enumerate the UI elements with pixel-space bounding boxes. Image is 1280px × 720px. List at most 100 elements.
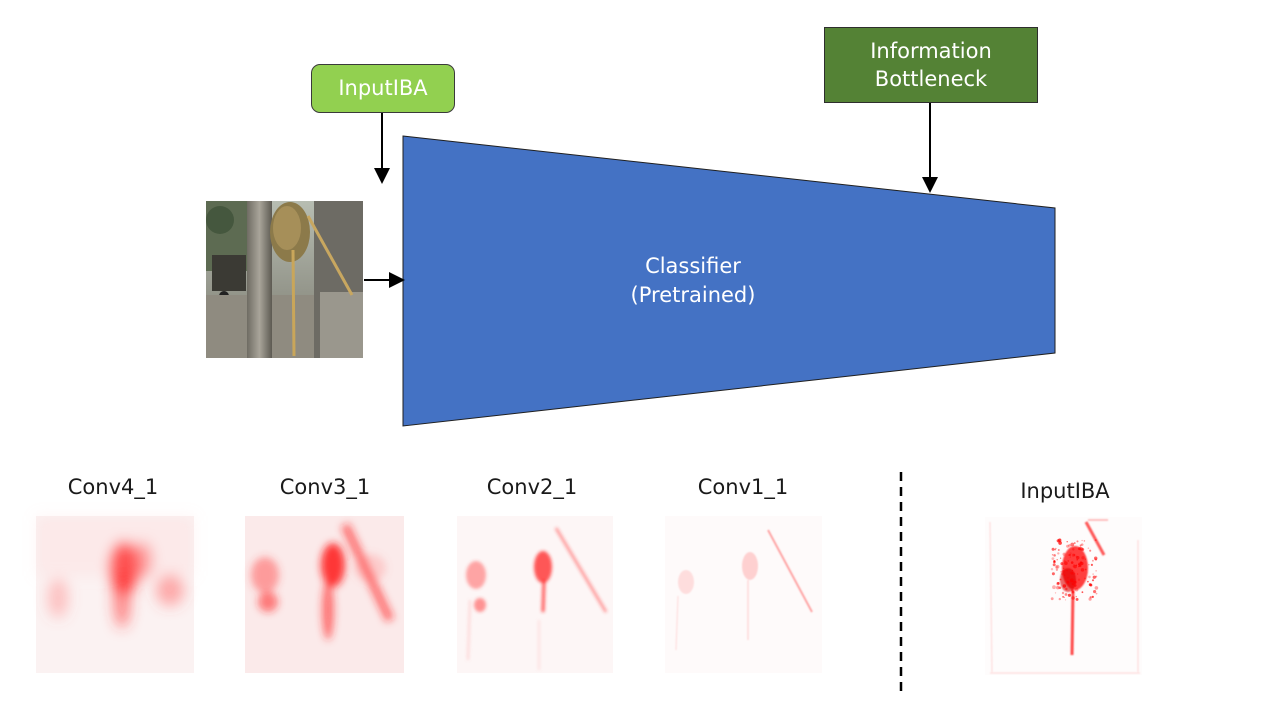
heat-speckle xyxy=(1051,547,1055,551)
heat-speckle xyxy=(1071,590,1074,593)
heat-speckle xyxy=(1067,554,1070,556)
heat-speckle xyxy=(1066,541,1068,543)
heat-speckle xyxy=(1065,587,1068,591)
heat-speckle xyxy=(1079,562,1083,566)
information-bottleneck-box: Information Bottleneck xyxy=(824,27,1038,103)
heat-speckle xyxy=(1076,556,1080,560)
heat-speckle xyxy=(1087,547,1090,550)
heat-speckle xyxy=(1071,572,1074,574)
heat-speckle xyxy=(1075,597,1079,601)
heat-speckle xyxy=(1069,571,1073,575)
heat-speckle xyxy=(1058,586,1062,590)
heat-speckle xyxy=(1088,597,1092,601)
heat-speckle xyxy=(1071,553,1076,557)
heat-speckle xyxy=(1094,539,1097,542)
heat-speckle xyxy=(1080,561,1082,564)
heat-speckle xyxy=(1076,559,1078,561)
heat-speckle xyxy=(1092,575,1096,579)
heatmap-title-conv3-1: Conv3_1 xyxy=(279,475,371,499)
heat-speckle xyxy=(1057,552,1060,555)
heat-speckle xyxy=(1062,584,1067,588)
heat-speckle xyxy=(1079,544,1082,547)
heatmap-conv1-1 xyxy=(665,516,822,673)
heat-speckle xyxy=(1071,590,1075,594)
heat-speckle xyxy=(1058,597,1061,601)
classifier-label-line1: Classifier xyxy=(645,254,741,278)
heat-speckle xyxy=(1081,539,1083,542)
heat-speckle xyxy=(1058,541,1062,545)
heat-speckle xyxy=(1088,563,1090,566)
heat-speckle xyxy=(1071,569,1074,572)
heat-speckle xyxy=(1070,542,1075,547)
heat-speckle xyxy=(1075,595,1078,598)
heat-speckle xyxy=(1061,572,1064,576)
heat-speckle xyxy=(1050,597,1054,601)
heat-speckle xyxy=(1056,539,1060,543)
inputiba-box: InputIBA xyxy=(311,64,455,113)
heat-speckle xyxy=(1093,556,1098,560)
heat-speckle xyxy=(1067,593,1071,597)
heat-speckle xyxy=(1080,568,1085,572)
heat-speckle xyxy=(1055,547,1057,550)
classifier-label-line2: (Pretrained) xyxy=(630,283,756,308)
heat-speckle xyxy=(1071,589,1074,592)
heatmap-title-conv4-1: Conv4_1 xyxy=(67,475,159,499)
heat-speckle xyxy=(1079,564,1082,568)
heat-speckle xyxy=(1059,578,1062,581)
heatmap-conv4-1 xyxy=(36,516,194,673)
heat-speckle xyxy=(1070,561,1074,564)
heat-speckle xyxy=(1091,579,1095,582)
heat-speckle xyxy=(1075,588,1079,592)
heat-speckle xyxy=(1069,552,1072,555)
heat-speckle xyxy=(1067,577,1069,579)
heat-speckle xyxy=(1070,578,1074,583)
heat-speckle xyxy=(1071,571,1075,575)
heat-speckle xyxy=(1061,591,1065,595)
heatmap-inputiba xyxy=(985,517,1142,675)
heatmap-conv3-1 xyxy=(245,516,404,673)
heat-speckle xyxy=(1088,583,1092,587)
heat-speckle xyxy=(1053,560,1056,563)
heat-speckle xyxy=(1084,577,1086,580)
heat-speckle xyxy=(1051,572,1055,576)
heat-speckle xyxy=(1091,559,1094,562)
heat-speckle xyxy=(1083,540,1086,542)
heat-speckle xyxy=(1063,574,1066,576)
heat-speckle xyxy=(1062,595,1065,598)
heat-speckle xyxy=(1073,564,1077,569)
heat-speckle xyxy=(1063,596,1065,599)
heat-speckle xyxy=(1062,567,1065,570)
heatmap-conv2-1 xyxy=(457,516,613,673)
heat-speckle xyxy=(1053,554,1056,557)
heat-speckle xyxy=(1055,568,1059,571)
inputiba-speckles xyxy=(1050,538,1099,601)
heat-speckle xyxy=(1068,553,1071,557)
heat-speckle xyxy=(1057,549,1060,551)
heat-speckle xyxy=(1089,596,1092,599)
heat-speckle xyxy=(1089,549,1092,552)
heat-speckle xyxy=(1073,572,1076,575)
heat-speckle xyxy=(1064,561,1068,565)
heat-speckle xyxy=(1071,596,1075,600)
heatmap-title-inputiba: InputIBA xyxy=(1020,479,1110,503)
heat-speckle xyxy=(1076,540,1079,543)
heat-speckle xyxy=(1090,563,1093,567)
classifier-trapezoid xyxy=(402,135,1056,427)
heat-speckle xyxy=(1055,564,1060,569)
heat-speckle xyxy=(1073,542,1076,545)
heat-speckle xyxy=(1095,575,1098,578)
heat-speckle xyxy=(1051,557,1055,560)
heat-speckle xyxy=(1073,580,1077,584)
heat-speckle xyxy=(1051,553,1054,556)
heat-speckle xyxy=(1076,573,1079,575)
heat-speckle xyxy=(1073,553,1076,557)
heat-speckle xyxy=(1069,556,1071,558)
heat-speckle xyxy=(1064,599,1067,601)
heat-speckle xyxy=(1084,558,1086,560)
input-photo xyxy=(206,201,363,358)
heat-speckle xyxy=(1084,568,1087,571)
heat-speckle xyxy=(1060,570,1063,573)
heat-speckle xyxy=(1091,595,1094,599)
heat-speckle xyxy=(1080,543,1084,546)
heat-speckle xyxy=(1081,556,1085,560)
